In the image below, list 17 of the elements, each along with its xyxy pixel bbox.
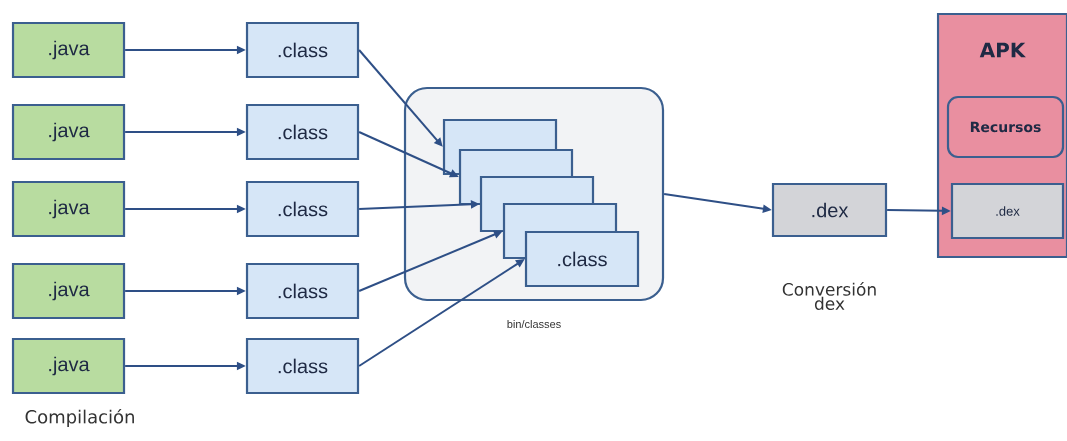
dex-file-box: .dex Conversión dex — [771, 182, 888, 310]
class-file-card: .class — [524, 230, 640, 288]
node-label: bin/classes — [507, 319, 561, 329]
class-file-box: .class — [245, 262, 360, 320]
arrow — [358, 49, 443, 147]
class-file-box: .class — [245, 180, 360, 238]
resources-box: Recursos — [946, 95, 1065, 159]
source-file-box: .java — [11, 262, 126, 320]
class-file-box: .class — [245, 21, 360, 79]
source-file-box: .java — [11, 103, 126, 161]
node-label: Conversión dex — [782, 282, 876, 310]
class-file-box: .class — [245, 103, 360, 161]
source-file-box: .java — [11, 337, 126, 395]
source-file-box: .java — [11, 180, 126, 238]
source-file-box: .java — [11, 21, 126, 79]
dex-file-box: .dex — [950, 182, 1065, 240]
class-file-box: .class — [245, 337, 360, 395]
